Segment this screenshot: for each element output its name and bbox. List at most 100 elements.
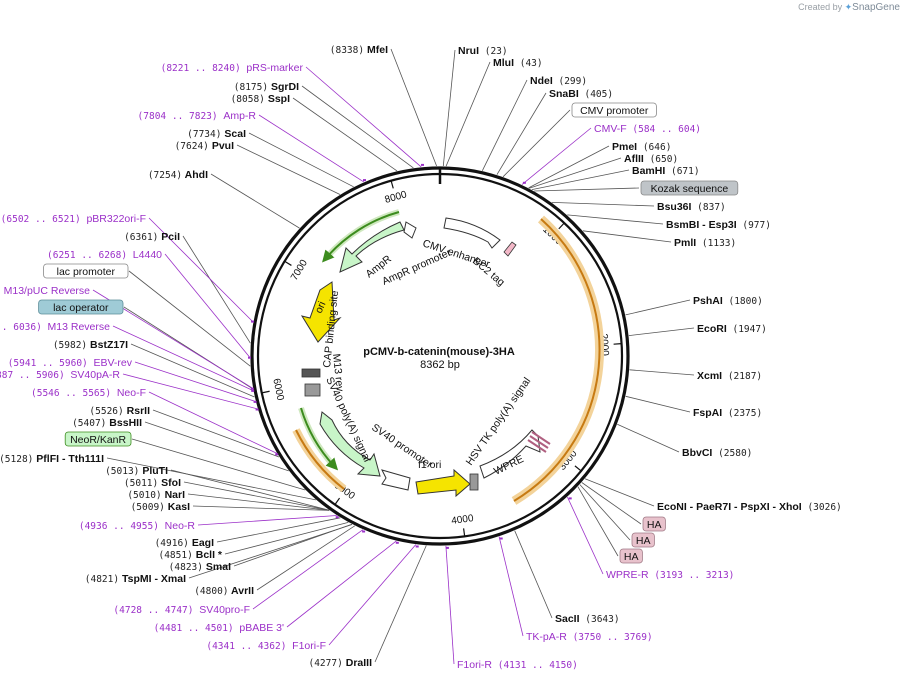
primer-name: pBABE 3': [239, 622, 284, 634]
primer: (4481 .. 4501) pBABE 3': [154, 541, 399, 634]
feature-box: NeoR/KanR: [64, 431, 132, 447]
leader-line: [521, 127, 592, 185]
tick-mark: [574, 465, 582, 472]
site-label: BsmBI - Esp3I (977): [666, 219, 771, 231]
orf-arc-glow: [511, 215, 604, 505]
feature-box: HA: [619, 548, 643, 564]
site-position: (5526): [89, 406, 123, 417]
site-label: (4277) DraIII: [308, 657, 372, 669]
primer-label: (6033 .. 6055) M13/pUC Reverse: [0, 285, 90, 297]
site-label: (8058) SspI: [231, 93, 291, 105]
primer-label: (4481 .. 4501) pBABE 3': [154, 622, 284, 634]
primer-name: TK-pA-R: [526, 631, 567, 643]
site-label: (6361) PciI: [124, 231, 180, 243]
site-name: NdeI: [530, 75, 553, 87]
site-position: (8058): [231, 94, 265, 105]
leader-line: [617, 423, 680, 453]
primer-position: (4131 .. 4150): [492, 660, 578, 671]
site-position: (5009): [131, 502, 165, 513]
site-name: BbvCI: [682, 447, 712, 459]
leader-line: [584, 478, 655, 507]
site-label: Bsu36I (837): [657, 201, 726, 213]
site-position: (1947): [727, 324, 767, 335]
primer: CMV-F (584 .. 604): [522, 123, 701, 184]
primer-position: (7804 .. 7823): [138, 111, 224, 122]
site-label: (8175) SgrDI: [234, 81, 299, 93]
site-position: (4800): [194, 586, 228, 597]
primer-position: (5546 .. 5565): [31, 388, 117, 399]
site-name: - XmaI: [152, 573, 187, 585]
site-position: (646): [637, 142, 671, 153]
beta-catenin-orf-arc: [513, 218, 601, 502]
site-label: PshAI (1800): [693, 295, 763, 307]
site-name: BamHI: [632, 165, 665, 177]
site-position: (3026): [802, 502, 842, 513]
site-label: (5010) NarI: [127, 489, 185, 501]
site-name: KasI: [165, 501, 190, 513]
primer-name: Amp-R: [223, 110, 256, 122]
primer: (4728 .. 4747) SV40pro-F: [113, 530, 366, 616]
feature-box-label: lac promoter: [57, 266, 116, 278]
leader-line: [514, 530, 553, 619]
restriction-site: NdeI (299): [530, 75, 587, 87]
site-name: BsmBI: [666, 219, 699, 231]
site-name: SfoI: [158, 477, 181, 489]
sv40-promoter-arrow: [381, 469, 411, 491]
site-label: (4823) SmaI: [169, 561, 231, 573]
site-position: (8175): [234, 82, 268, 93]
ori-label: ori: [313, 300, 329, 316]
m13-rev-label: M13 rev: [330, 353, 346, 393]
leader-line: [328, 544, 417, 646]
leader-line: [579, 484, 631, 541]
site-name: NruI: [458, 45, 479, 57]
primer-label: (4728 .. 4747) SV40pro-F: [113, 604, 250, 616]
tick-label: 7000: [289, 258, 310, 283]
f1-ori-arrow: [415, 468, 471, 498]
restriction-site: (7624) PvuI: [175, 140, 235, 152]
restriction-site: (4916) EagI: [155, 537, 215, 549]
site-position: (3643): [580, 614, 620, 625]
site-name: BstZ17I: [87, 339, 128, 351]
site-name: TspMI: [119, 573, 152, 585]
site-position: (405): [579, 89, 613, 100]
site-label: (4916) EagI: [155, 537, 215, 549]
snapgene-credit: Created by ✦SnapGene: [798, 2, 900, 13]
site-position: (5982): [53, 340, 87, 351]
ori-arrow: [300, 281, 342, 343]
site-name: SacII: [555, 613, 580, 625]
leader-line: [567, 214, 664, 225]
restriction-site: PshAI (1800): [693, 295, 763, 307]
site-name: - PaeR7I: [687, 501, 731, 513]
site-position: (299): [553, 76, 587, 87]
site-name: SspI: [265, 93, 290, 105]
leader-line: [182, 235, 251, 344]
leader-line: [216, 517, 341, 543]
primer-position: (5887 .. 5906): [0, 370, 70, 381]
restriction-site: NruI (23): [458, 45, 508, 57]
leader-line: [197, 515, 337, 526]
orf-arcs: [292, 209, 604, 505]
site-name: PvuI: [209, 140, 234, 152]
site-name: NarI: [162, 489, 185, 501]
leader-line: [581, 482, 642, 525]
leader-line: [502, 109, 571, 178]
leader-line: [577, 486, 619, 557]
primer: WPRE-R (3193 .. 3213): [568, 497, 734, 581]
leader-line: [112, 325, 254, 391]
feature-box-bg: [631, 532, 655, 548]
primer-name: Neo-F: [117, 387, 146, 399]
restriction-site: BbvCI (2580): [682, 447, 752, 459]
site-position: (5407): [72, 418, 106, 429]
leader-line: [301, 85, 414, 169]
site-position: (1133): [696, 238, 736, 249]
feature-box-label: lac operator: [53, 302, 109, 314]
site-name: AflII: [624, 153, 644, 165]
restriction-site: (7734) ScaI: [187, 128, 246, 140]
site-name: - XhoI: [770, 501, 802, 513]
site-label: EcoNI - PaeR7I - PspXI - XhoI (3026): [657, 501, 842, 513]
plasmid-name: pCMV-b-catenin(mouse)-3HA: [363, 346, 515, 358]
restriction-site: (8175) SgrDI: [234, 81, 299, 93]
feature-box-bg: [38, 299, 124, 315]
primer-name: Neo-R: [165, 520, 196, 532]
site-label: EcoRI (1947): [697, 323, 767, 335]
